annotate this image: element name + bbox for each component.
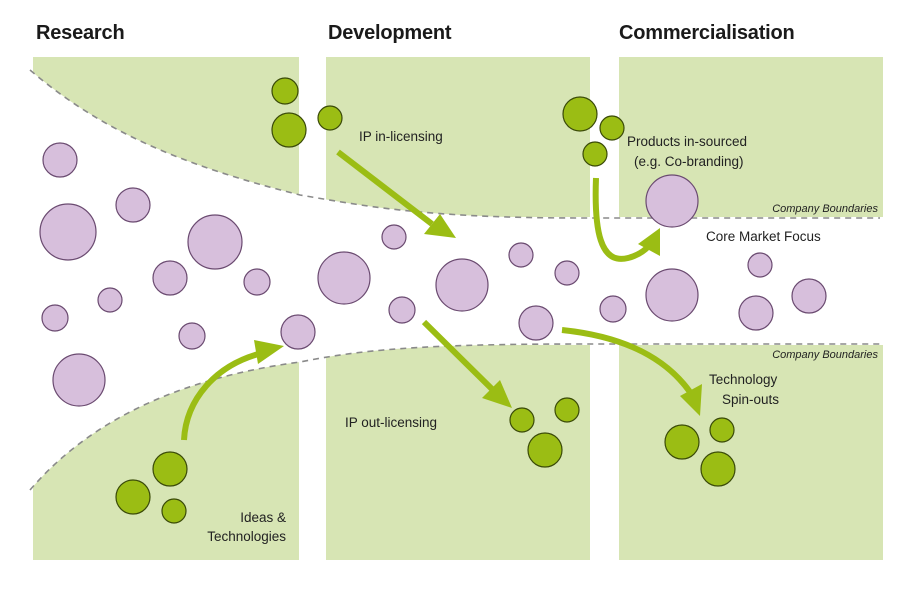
panel-development-top [326,57,590,217]
core-market-bubble [39,203,97,261]
panel-research-top [33,57,299,197]
external-idea-bubble [161,498,187,524]
core-market-bubble [243,268,271,296]
boundary-line-bottom [29,343,880,491]
core-market-bubble [645,174,699,228]
label-company-boundaries-top: Company Boundaries [772,203,878,215]
external-idea-bubble [271,112,307,148]
label-ideas-technologies-line1: Ideas & [240,510,286,525]
top-company-region [33,57,883,217]
core-market-bubble [554,260,580,286]
arrow-ip-in-licensing [336,149,456,238]
external-bubbles [115,77,736,524]
label-products-insourced-line2: (e.g. Co-branding) [634,154,744,169]
arrow-ip-out-licensing [421,319,512,408]
external-idea-bubble [562,96,598,132]
label-company-boundaries-bottom: Company Boundaries [772,349,878,361]
arrows [181,149,702,441]
core-market-bubble [738,295,774,331]
core-market-bubble [317,251,371,305]
core-market-bubble [178,322,206,350]
external-idea-bubble [664,424,700,460]
core-market-bubble [435,258,489,312]
arrow-technology-spinouts [561,327,702,416]
external-idea-bubble [582,141,608,167]
panel-commercialisation-bottom [619,345,883,560]
core-market-bubble [42,142,78,178]
header-development: Development [328,22,452,44]
label-products-insourced-line1: Products in-sourced [627,134,747,149]
label-ip-in-licensing: IP in-licensing [359,129,443,144]
external-idea-bubble [709,417,735,443]
core-market-bubble [645,268,699,322]
core-market-bubble [152,260,188,296]
external-idea-bubble [554,397,580,423]
label-ideas-technologies-line2: Technologies [207,529,286,544]
label-core-market-focus: Core Market Focus [706,229,821,244]
core-market-bubbles [39,142,827,407]
external-idea-bubble [115,479,151,515]
core-market-bubble [115,187,151,223]
external-idea-bubble [271,77,299,105]
core-market-bubble [747,252,773,278]
header-commercialisation: Commercialisation [619,22,795,44]
core-market-bubble [52,353,106,407]
external-idea-bubble [700,451,736,487]
arrow-products-insourced [592,177,660,262]
label-technology-spinouts-line2: Spin-outs [722,392,779,407]
core-market-bubble [508,242,534,268]
external-idea-bubble [509,407,535,433]
core-market-bubble [518,305,554,341]
core-market-bubble [41,304,69,332]
core-market-bubble [280,314,316,350]
external-idea-bubble [152,451,188,487]
core-market-bubble [791,278,827,314]
core-market-bubble [381,224,407,250]
arrow-ideas-to-market [181,340,284,441]
header-research: Research [36,22,125,44]
core-market-bubble [97,287,123,313]
boundary-line-top [29,69,880,219]
core-market-bubble [187,214,243,270]
label-ip-out-licensing: IP out-licensing [345,415,437,430]
core-market-bubble [388,296,416,324]
external-idea-bubble [599,115,625,141]
label-technology-spinouts-line1: Technology [709,372,778,387]
external-idea-bubble [527,432,563,468]
external-idea-bubble [317,105,343,131]
core-market-bubble [599,295,627,323]
